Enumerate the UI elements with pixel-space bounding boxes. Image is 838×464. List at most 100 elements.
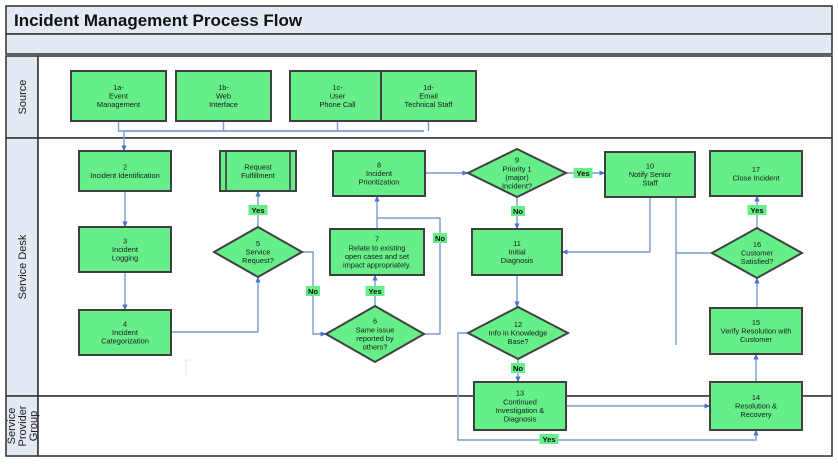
- connector: [377, 217, 441, 335]
- decision-shape[interactable]: [709, 226, 805, 280]
- node-label-line: Diagnosis: [504, 415, 537, 424]
- edge-label-text: Yes: [368, 287, 381, 296]
- edge-label-bg: [511, 206, 525, 216]
- edge-label-yes-5-rf: Yes: [248, 205, 268, 215]
- node-label-line: Service: [246, 248, 271, 257]
- node-label-line: 1c-: [332, 83, 343, 92]
- predefined-process-shape[interactable]: [219, 150, 297, 192]
- process-shape[interactable]: [332, 150, 426, 197]
- node-label-line: Priority 1: [502, 164, 531, 173]
- connector: [171, 276, 261, 333]
- process-shape[interactable]: [78, 309, 172, 356]
- process-shape[interactable]: [78, 226, 172, 273]
- edge-label-text: No: [308, 287, 318, 296]
- edge-label-bg: [433, 233, 447, 243]
- node-label-line: Notify Senior: [629, 170, 672, 179]
- process-shape[interactable]: [709, 150, 803, 197]
- node-label-line: Continued: [503, 397, 537, 406]
- edge-label-yes-9-10: Yes: [573, 168, 593, 178]
- node-label-line: 1a-: [113, 83, 124, 92]
- node-label-line: 4: [123, 320, 127, 329]
- process-shape[interactable]: [709, 381, 803, 431]
- edge-label-yes-16-17: Yes: [747, 205, 767, 215]
- node-label-line: Interface: [209, 100, 238, 109]
- node-label-line: 11: [513, 239, 521, 248]
- node-label-line: Base?: [508, 337, 529, 346]
- process-shape[interactable]: [289, 70, 386, 122]
- node-label-line: Investigation &: [496, 406, 545, 415]
- node-label-line: Request: [244, 162, 272, 171]
- header-row: [5, 33, 833, 55]
- lane-label-line: Provider: [17, 405, 29, 446]
- decision-shape[interactable]: [465, 305, 571, 361]
- process-shape[interactable]: [78, 150, 172, 192]
- edge-label-no-12-13: No: [511, 363, 525, 373]
- lane-header-source: [5, 55, 39, 139]
- node-label-line: 1b-: [218, 83, 229, 92]
- process-shape[interactable]: [709, 307, 803, 355]
- edge-label-no-6-8: No: [433, 233, 447, 243]
- edge-label-no-9-11: No: [511, 206, 525, 216]
- process-shape[interactable]: [604, 151, 696, 198]
- process-shape[interactable]: [473, 381, 567, 431]
- node-label-line: 13: [516, 389, 524, 398]
- node-label-line: Phone Call: [319, 100, 356, 109]
- node-label-line: Management: [97, 100, 140, 109]
- node-label-line: Same issue: [356, 325, 395, 334]
- process-shape[interactable]: [471, 228, 563, 276]
- edge-label-text: Yes: [576, 169, 589, 178]
- node-label-line: 1d-: [423, 83, 434, 92]
- node-label-line: others?: [363, 343, 388, 352]
- connector: [531, 429, 759, 441]
- node-label-line: Incident: [112, 328, 138, 337]
- edge-label-bg: [248, 205, 268, 215]
- edge-label-bg: [511, 363, 525, 373]
- watermark-artifact: [181, 359, 191, 378]
- node-label-line: Verify Resolution with: [721, 327, 792, 336]
- edge-label-yes-bottom: Yes: [539, 434, 559, 444]
- process-shape[interactable]: [329, 228, 425, 276]
- process-shape[interactable]: [70, 70, 167, 122]
- node-label-line: Incident: [112, 245, 138, 254]
- decision-shape[interactable]: [211, 225, 305, 279]
- node-label-line: Request?: [242, 256, 274, 265]
- node-label-line: Technical Staff: [405, 100, 454, 109]
- node-label-line: Relate to existing: [349, 243, 406, 252]
- node-label-line: Logging: [112, 254, 138, 263]
- decision-shape[interactable]: [323, 304, 427, 364]
- node-label-line: Initial: [508, 248, 526, 257]
- node-label-line: reported by: [356, 334, 394, 343]
- process-shape[interactable]: [175, 70, 272, 122]
- node-label-line: 7: [375, 235, 379, 244]
- node-label-line: Incident?: [502, 182, 532, 191]
- decision-shape[interactable]: [465, 147, 569, 199]
- node-label-line: Incident Identification: [90, 171, 159, 180]
- process-shape[interactable]: [380, 70, 477, 122]
- connector: [121, 130, 424, 152]
- page-title: Incident Management Process Flow: [14, 11, 303, 30]
- node-label-line: Diagnosis: [501, 256, 534, 265]
